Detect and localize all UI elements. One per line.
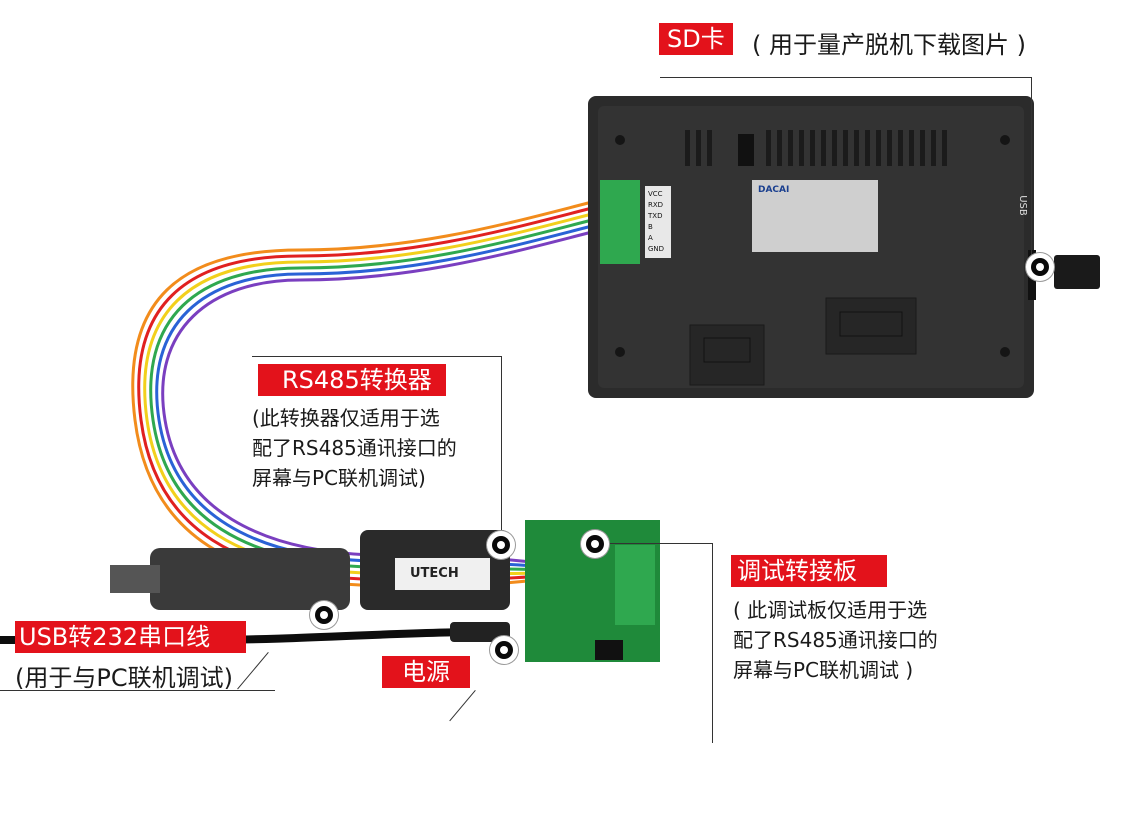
- usb-cable-tag: USB转232串口线: [15, 621, 247, 653]
- sd-leader-h: [660, 77, 1032, 78]
- pin-vcc: VCC: [648, 190, 663, 198]
- board-leader-v: [712, 543, 713, 743]
- rs485-converter-desc-2: 配了RS485通讯接口的: [252, 436, 457, 460]
- sd-card-desc: ( 用于量产脱机下载图片 ): [752, 31, 1026, 59]
- sd-card-tag: SD卡: [659, 23, 733, 55]
- usb-leader-h: [0, 690, 275, 691]
- rs485-marker: [487, 531, 515, 559]
- power-marker: [490, 636, 518, 664]
- power-tag: 电源: [382, 656, 470, 688]
- rs485-converter-desc-1: (此转换器仅适用于选: [252, 406, 440, 430]
- usb-cable-desc: (用于与PC联机调试): [15, 664, 233, 692]
- sd-leader-v: [1031, 77, 1032, 267]
- sd-card-marker: [1026, 253, 1054, 281]
- rs485-converter-desc-3: 屏幕与PC联机调试): [252, 466, 426, 490]
- debug-board-marker: [581, 530, 609, 558]
- rs485-converter-tag: RS485转换器: [258, 364, 446, 396]
- pin-a: A: [648, 234, 653, 242]
- pin-txd: TXD: [648, 212, 663, 220]
- usb-cable-marker: [310, 601, 338, 629]
- hmi-device: [588, 96, 1100, 398]
- usb-port-label: USB: [1016, 195, 1028, 216]
- converter-assembly: [110, 520, 660, 662]
- pin-rxd: RXD: [648, 201, 664, 209]
- pin-b: B: [648, 223, 653, 231]
- converter-brand: UTECH: [410, 566, 459, 581]
- board-leader-h: [596, 543, 712, 544]
- pin-gnd: GND: [648, 245, 665, 253]
- rs485-leader-h: [252, 356, 502, 357]
- terminal-pin-list: VCC RXD TXD B A GND: [648, 189, 664, 255]
- debug-board-tag: 调试转接板: [731, 555, 887, 587]
- debug-board-desc-3: 屏幕与PC联机调试 ): [733, 658, 914, 682]
- rs485-leader-v: [501, 356, 502, 546]
- debug-board-desc-1: ( 此调试板仅适用于选: [733, 598, 928, 622]
- device-brand: DACAI: [758, 185, 790, 195]
- debug-board-desc-2: 配了RS485通讯接口的: [733, 628, 938, 652]
